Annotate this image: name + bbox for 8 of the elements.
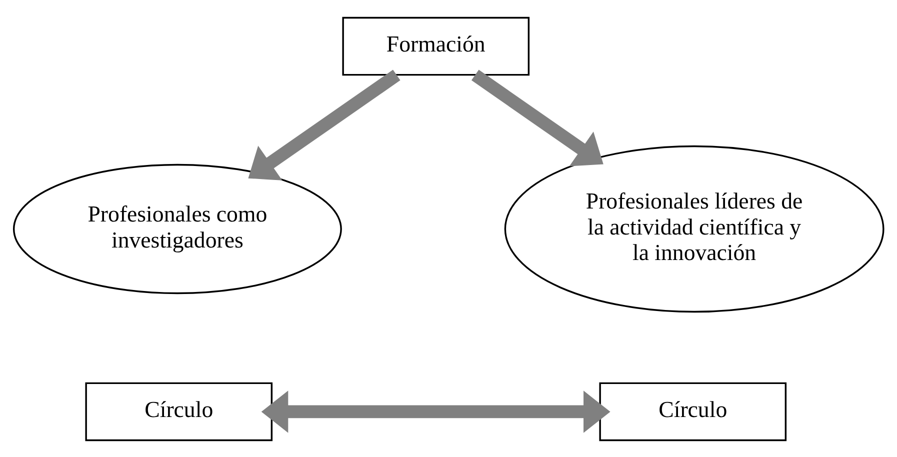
arrow — [471, 69, 604, 166]
node-box: Círculo — [599, 382, 787, 441]
arrow — [261, 390, 610, 432]
arrow — [248, 69, 400, 180]
node-ellipse: Profesionales como investigadores — [12, 163, 342, 294]
node-box: Círculo — [85, 382, 273, 441]
node-box: Formación — [342, 16, 530, 76]
node-ellipse: Profesionales líderes de la actividad científica y la innovación — [504, 144, 884, 312]
